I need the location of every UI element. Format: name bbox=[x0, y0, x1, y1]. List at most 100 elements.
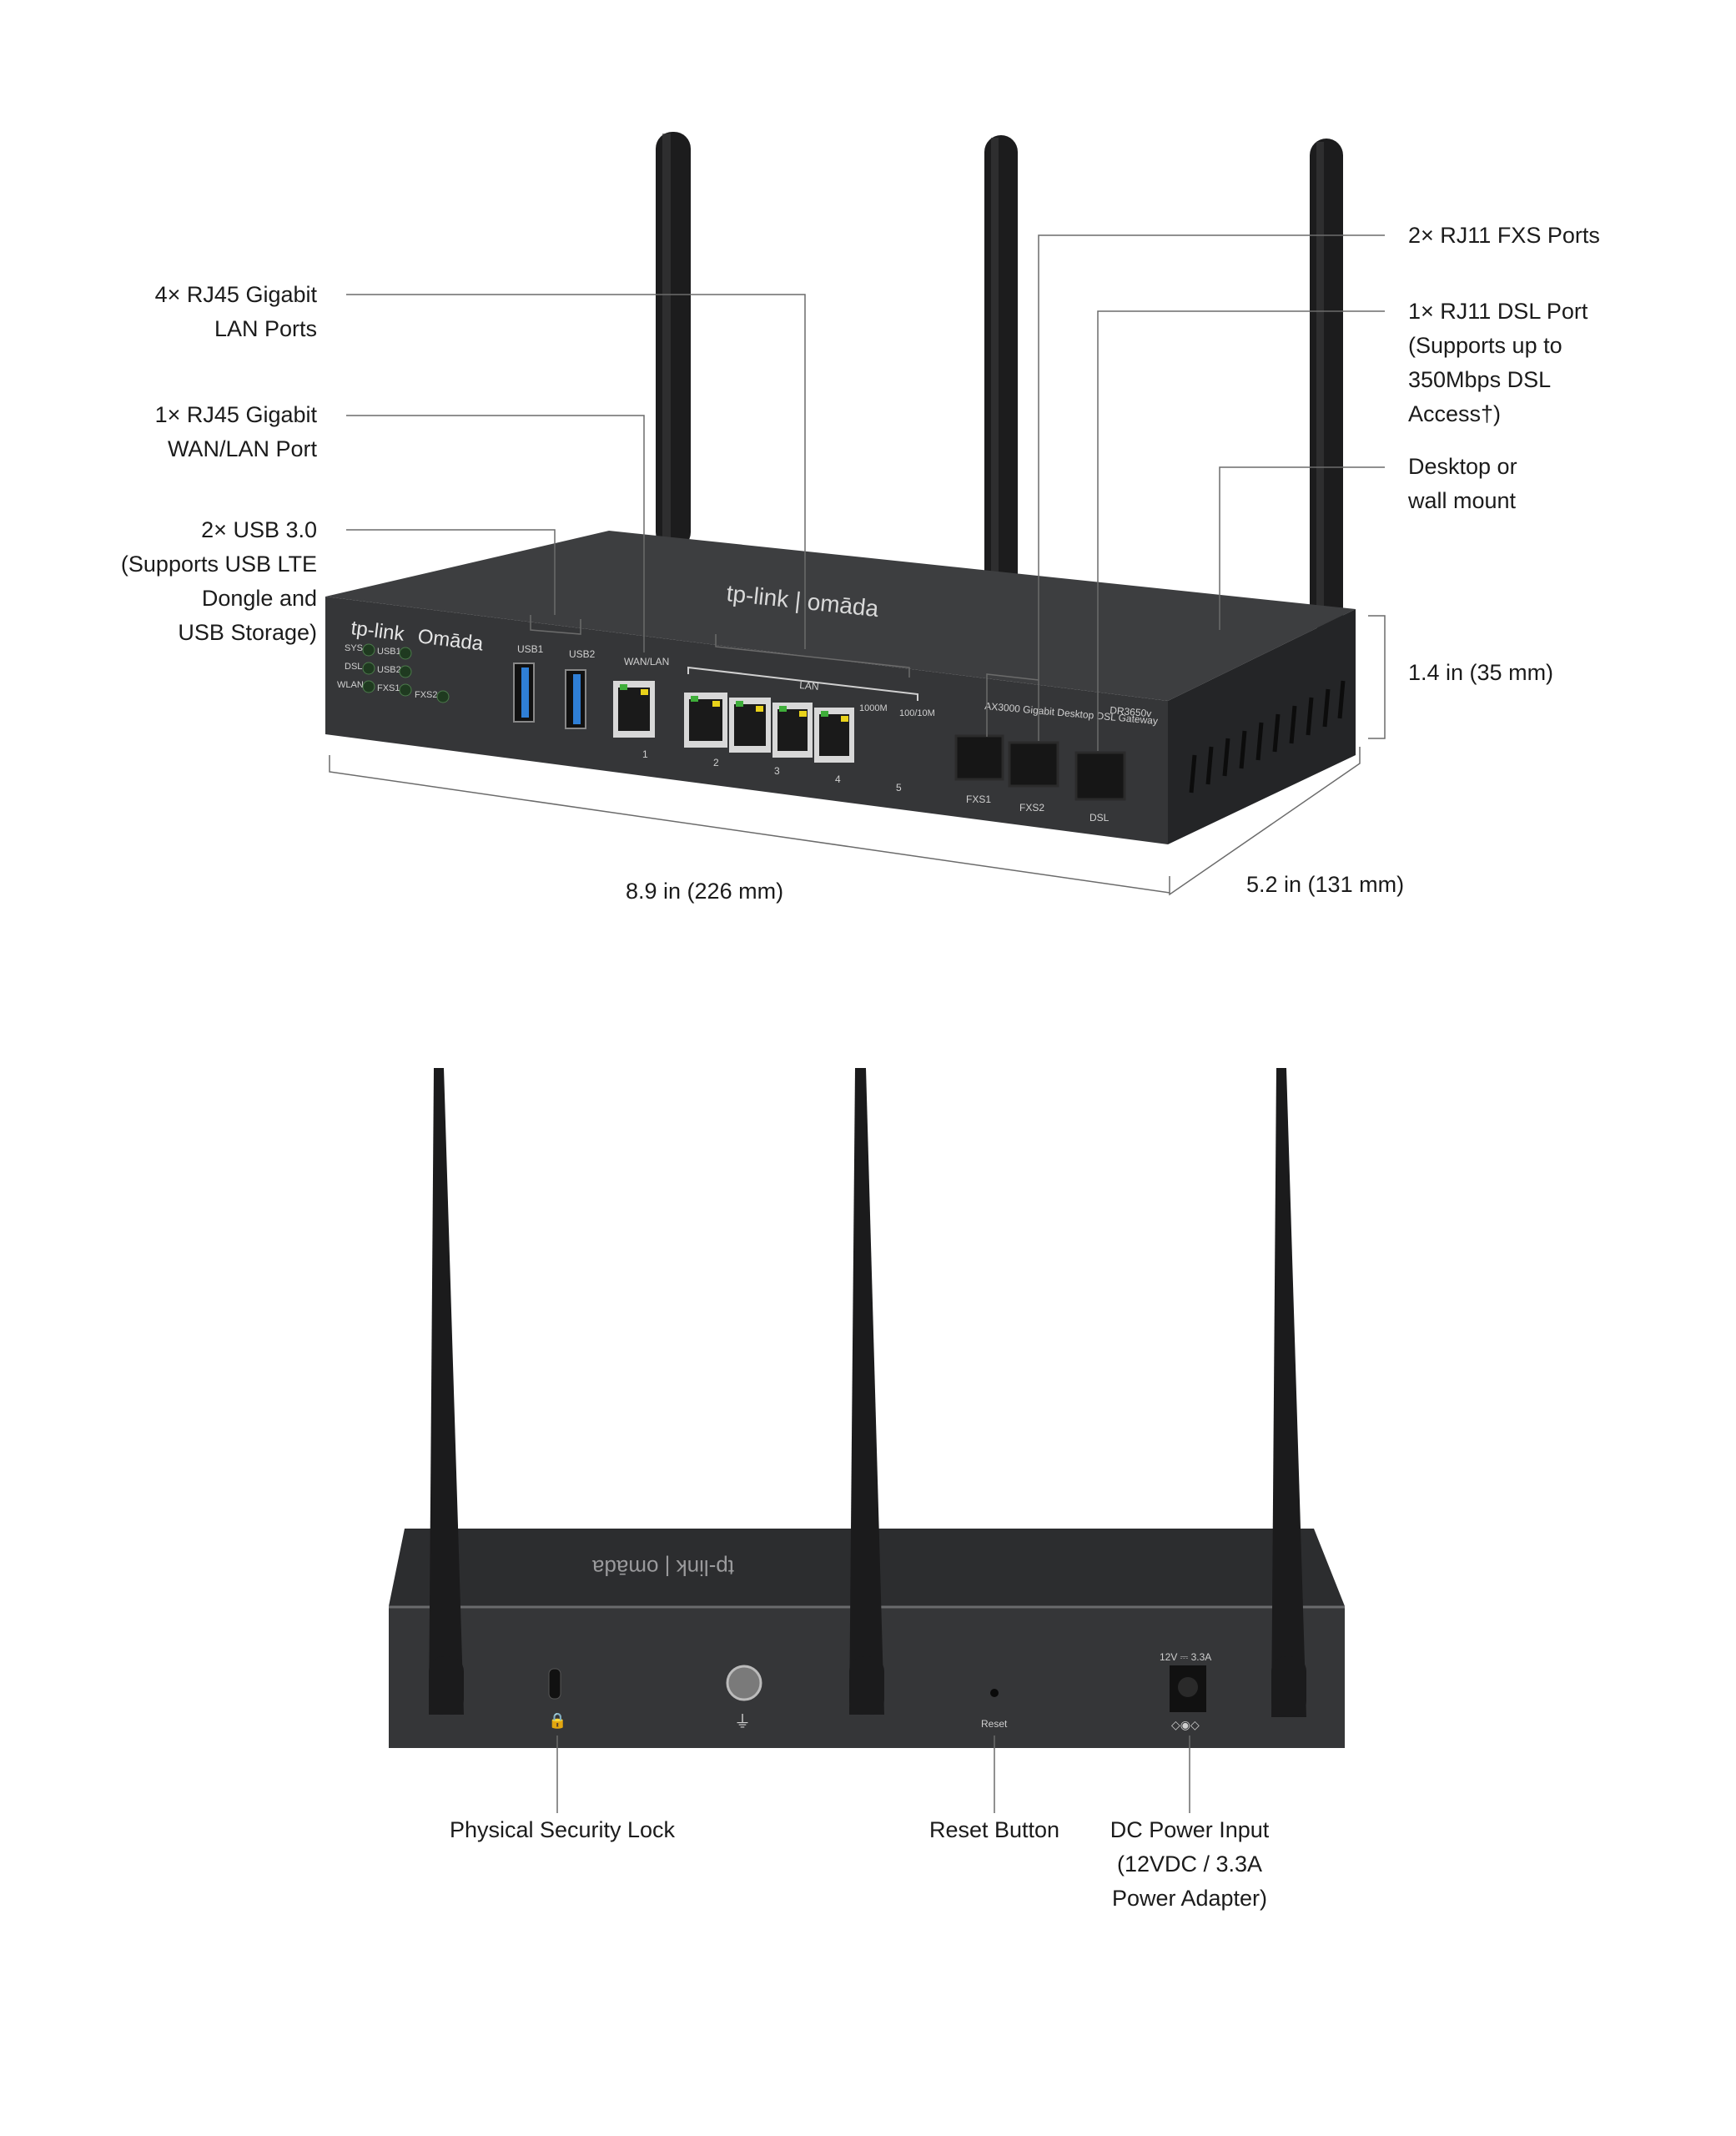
callout-mount-line2: wall mount bbox=[1408, 488, 1517, 513]
callout-dc-power-line3: Power Adapter) bbox=[1111, 1886, 1268, 1911]
callout-wan-port: 1× RJ45 Gigabit WAN/LAN Port bbox=[155, 398, 317, 466]
led-fxs1 bbox=[399, 683, 412, 697]
dimension-width bbox=[329, 755, 1170, 894]
callout-dsl: 1× RJ11 DSL Port (Supports up to 350Mbps… bbox=[1408, 295, 1588, 431]
power-rating: 12V ⎓ 3.3A bbox=[1160, 1651, 1211, 1663]
wan-port[interactable] bbox=[613, 681, 655, 738]
antenna-middle bbox=[984, 135, 1018, 602]
speed-label-1000m: 1000M bbox=[859, 703, 888, 713]
usb2-label: USB2 bbox=[569, 648, 596, 660]
led-label-dsl: DSL bbox=[345, 662, 362, 672]
callout-dsl-line4: Access†) bbox=[1408, 401, 1502, 426]
rear-chassis-top bbox=[389, 1529, 1345, 1606]
leader-lines-front bbox=[329, 234, 1386, 896]
led-label-sys: SYS bbox=[345, 643, 363, 653]
port-number-1: 1 bbox=[642, 748, 648, 760]
port-number-4: 4 bbox=[835, 773, 841, 785]
usb1-label: USB1 bbox=[517, 643, 544, 655]
callout-security-lock: Physical Security Lock bbox=[449, 1817, 676, 1842]
lan-port-2[interactable] bbox=[684, 693, 727, 748]
lock-icon: 🔒 bbox=[548, 1712, 566, 1729]
leader-lan bbox=[346, 294, 806, 649]
leader-fxs bbox=[1038, 234, 1385, 741]
dsl-label: DSL bbox=[1089, 812, 1110, 824]
dc-polarity-icon: ◇◉◇ bbox=[1171, 1718, 1200, 1731]
callout-lan-ports: 4× RJ45 Gigabit LAN Ports bbox=[155, 278, 317, 346]
fxs1-port[interactable] bbox=[954, 734, 1004, 781]
leader-usb bbox=[346, 529, 556, 615]
wan-label: WAN/LAN bbox=[624, 656, 669, 668]
rear-chassis-face bbox=[389, 1606, 1345, 1748]
callout-fxs: 2× RJ11 FXS Ports bbox=[1408, 219, 1600, 253]
led-dsl bbox=[362, 662, 375, 675]
antenna-right bbox=[1310, 139, 1343, 631]
led-fxs2 bbox=[436, 690, 450, 703]
status-leds: SYS DSL WLAN USB1 USB2 FXS1 FXS2 bbox=[337, 643, 450, 703]
port-number-5: 5 bbox=[896, 782, 902, 793]
lan-port-4[interactable] bbox=[772, 703, 813, 758]
reset-label: Reset bbox=[981, 1718, 1008, 1730]
dimension-height-label: 1.4 in (35 mm) bbox=[1408, 660, 1554, 685]
led-label-usb1: USB1 bbox=[377, 647, 401, 657]
dimension-width-label: 8.9 in (226 mm) bbox=[626, 879, 784, 904]
security-lock-slot bbox=[548, 1668, 561, 1700]
callout-usb-line4: USB Storage) bbox=[178, 620, 317, 645]
leader-wan bbox=[346, 415, 645, 652]
dimension-height bbox=[1368, 615, 1386, 739]
side-vents bbox=[1189, 680, 1346, 793]
lan-ports bbox=[684, 693, 854, 763]
usb-ports: USB1 USB2 bbox=[513, 643, 596, 729]
led-label-fxs2: FXS2 bbox=[415, 690, 438, 700]
callout-lan-ports-line2: LAN Ports bbox=[214, 316, 317, 341]
callout-mount-line1: Desktop or bbox=[1408, 454, 1517, 479]
speed-label-100-10m: 100/10M bbox=[899, 708, 935, 718]
rear-top-logo: tp-link | omāda bbox=[591, 1555, 734, 1580]
callout-dc-power-line2: (12VDC / 3.3A bbox=[1116, 1851, 1263, 1877]
led-label-usb2: USB2 bbox=[377, 665, 401, 675]
callout-dsl-line1: 1× RJ11 DSL Port bbox=[1408, 299, 1588, 324]
reset-pinhole[interactable] bbox=[990, 1689, 999, 1697]
led-label-fxs1: FXS1 bbox=[377, 683, 400, 693]
callout-wan-port-line1: 1× RJ45 Gigabit bbox=[154, 402, 317, 427]
dimension-depth bbox=[1169, 747, 1361, 896]
callout-dc-power-line1: DC Power Input bbox=[1110, 1817, 1270, 1842]
dsl-port[interactable] bbox=[1074, 751, 1126, 801]
callout-usb-line1: 2× USB 3.0 bbox=[201, 517, 317, 542]
callout-dsl-line2: (Supports up to bbox=[1408, 333, 1562, 358]
port-number-2: 2 bbox=[713, 757, 719, 768]
lan-group-bracket bbox=[687, 666, 918, 701]
lan-port-3[interactable] bbox=[729, 698, 771, 753]
port-number-3: 3 bbox=[774, 765, 780, 777]
front-view-illustration: tp-link | omāda tp-link Omāda SYS DSL WL… bbox=[325, 132, 1386, 896]
callout-dsl-line3: 350Mbps DSL bbox=[1408, 367, 1552, 392]
fxs2-port[interactable] bbox=[1008, 741, 1059, 788]
callout-wan-port-line2: WAN/LAN Port bbox=[167, 436, 317, 461]
callout-mount: Desktop or wall mount bbox=[1408, 450, 1517, 518]
callout-dc-power: DC Power Input (12VDC / 3.3A Power Adapt… bbox=[1064, 1813, 1315, 1916]
rear-antenna-left bbox=[429, 1068, 464, 1715]
led-usb1 bbox=[399, 647, 412, 660]
ground-screw bbox=[726, 1665, 762, 1701]
callout-fxs-line1: 2× RJ11 FXS Ports bbox=[1408, 223, 1600, 248]
dimension-depth-label: 5.2 in (131 mm) bbox=[1246, 872, 1405, 897]
dc-power-jack[interactable] bbox=[1170, 1665, 1206, 1712]
led-label-wlan: WLAN bbox=[337, 680, 364, 690]
callout-usb-line3: Dongle and bbox=[201, 586, 317, 611]
callout-lan-ports-line1: 4× RJ45 Gigabit bbox=[154, 282, 317, 307]
leader-mount bbox=[1219, 466, 1385, 630]
ground-icon: ⏚ bbox=[734, 1713, 751, 1731]
fxs2-label: FXS2 bbox=[1019, 802, 1044, 814]
leader-lines-rear bbox=[556, 1736, 1190, 1813]
rear-antenna-right bbox=[1271, 1068, 1306, 1717]
antenna-left bbox=[656, 132, 691, 549]
led-usb2 bbox=[399, 665, 412, 678]
model-number: DR3650v bbox=[1110, 704, 1152, 719]
leader-dsl bbox=[1097, 310, 1385, 751]
led-sys bbox=[362, 643, 375, 657]
callout-reset-button: Reset Button bbox=[928, 1817, 1060, 1842]
fxs1-label: FXS1 bbox=[966, 793, 991, 805]
callout-usb: 2× USB 3.0 (Supports USB LTE Dongle and … bbox=[121, 513, 317, 650]
lan-port-5[interactable] bbox=[814, 708, 854, 763]
led-wlan bbox=[362, 680, 375, 693]
callout-usb-line2: (Supports USB LTE bbox=[120, 552, 317, 577]
